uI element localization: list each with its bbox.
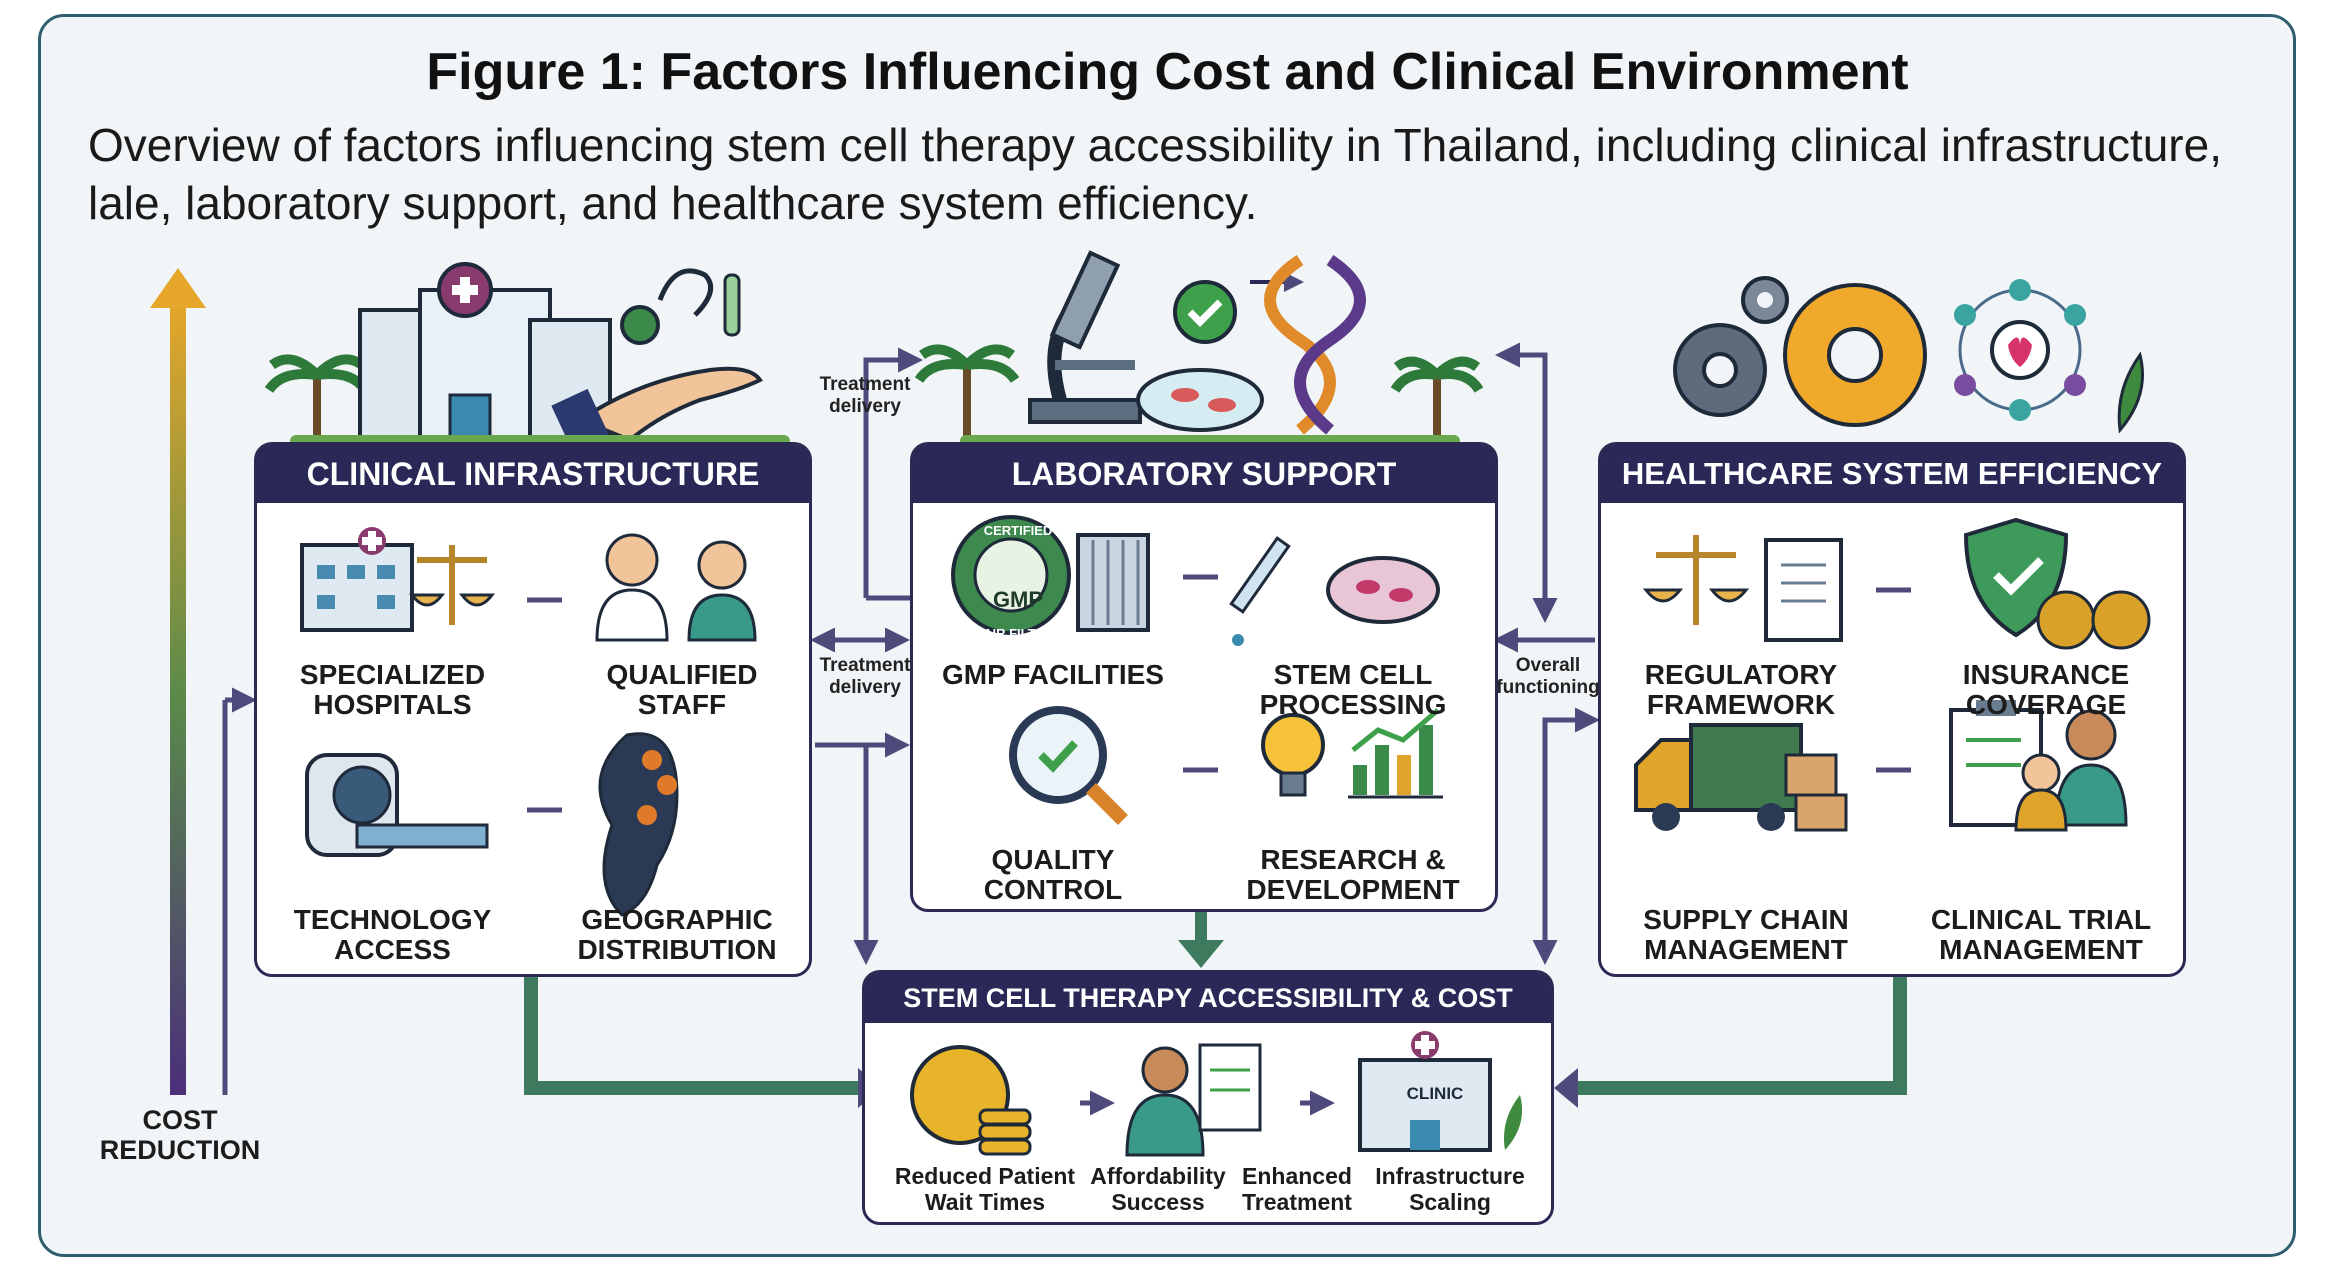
network-heart-icon — [1954, 279, 2086, 421]
gmp-badge-ring-top: CERTIFIED — [983, 523, 1053, 538]
plant-icon — [2117, 351, 2144, 434]
clinical-to-outcome-arrow — [524, 975, 858, 1095]
healthcare-icons — [1634, 517, 2151, 832]
stem-cell-processing-label: STEM CELL PROCESSING — [1259, 659, 1447, 720]
outcome-icons — [910, 1031, 1523, 1157]
clinic-icon — [1358, 1031, 1492, 1152]
technology-access-label: TECHNOLOGY ACCESS — [293, 904, 492, 965]
lab-to-outcome-arrow — [1178, 940, 1224, 968]
clinical-trial-management-label: CLINICAL TRIAL MANAGEMENT — [1930, 904, 2152, 965]
nurse-icon — [687, 540, 757, 642]
gmp-badge-text: GMP — [992, 587, 1044, 612]
pipette-icon — [1229, 536, 1291, 646]
stethoscope-icon — [620, 268, 714, 345]
quality-control-label: QUALITY CONTROL — [983, 844, 1123, 905]
clinical-icons — [300, 527, 757, 917]
doctor-icon — [595, 533, 669, 642]
air-filter-icon — [1076, 533, 1150, 632]
gear-icon — [1673, 276, 1789, 417]
healthcare-to-outcome-arrow — [1578, 975, 1907, 1095]
scales-icon — [1642, 535, 1750, 625]
gmp-badge-ring-bottom: AIR FILTES — [983, 626, 1053, 641]
laboratory-panel-header: LABORATORY SUPPORT — [913, 445, 1495, 503]
reduced-wait-times-label: Reduced Patient Wait Times — [894, 1163, 1076, 1215]
healthcare-system-efficiency-panel: HEALTHCARE SYSTEM EFFICIENCY — [1598, 442, 2186, 977]
money-bag-icon — [2036, 590, 2151, 650]
clinical-panel-header: CLINICAL INFRASTRUCTURE — [257, 445, 809, 503]
cost-reduction-arrow — [150, 268, 257, 1095]
cost-reduction-label: COST REDUCTION — [99, 1105, 261, 1165]
plant-icon — [1504, 1095, 1523, 1150]
microscope-icon — [1028, 250, 1142, 424]
baht-coin-icon — [910, 1045, 1032, 1156]
palm-tree-icon — [1390, 356, 1484, 445]
connector-lines — [810, 342, 1600, 965]
qualified-staff-label: QUALIFIED STAFF — [606, 659, 758, 720]
research-development-label: RESEARCH & DEVELOPMENT — [1246, 844, 1460, 905]
clipboard-icon — [1198, 1043, 1262, 1132]
treatment-delivery-label-mid: Treatment delivery — [819, 655, 911, 698]
gmp-facilities-label: GMP FACILITIES — [942, 659, 1164, 690]
bar-chart-icon — [1348, 708, 1443, 799]
document-icon — [1764, 538, 1843, 642]
petri-dish-icon — [1136, 368, 1264, 432]
palm-tree-icon — [914, 344, 1020, 445]
treatment-delivery-label-top: Treatment delivery — [819, 374, 911, 417]
gear-icon — [1783, 283, 1927, 427]
gmp-badge-icon — [951, 515, 1071, 635]
infrastructure-scaling-label: Infrastructure Scaling — [1375, 1163, 1525, 1215]
mri-scanner-icon — [305, 753, 489, 857]
scales-icon — [408, 545, 496, 625]
dna-icon — [1264, 255, 1366, 435]
palm-tree-icon — [264, 354, 370, 445]
regulatory-framework-label: REGULATORY FRAMEWORK — [1644, 659, 1838, 720]
test-tube-icon — [723, 273, 741, 337]
specialized-hospitals-label: SPECIALIZED HOSPITALS — [299, 659, 486, 720]
laboratory-icons — [951, 515, 1443, 825]
figure-subtitle: Overview of factors influencing stem cel… — [88, 119, 2222, 229]
enhanced-treatment-label: Enhanced Treatment — [1242, 1163, 1352, 1215]
lightbulb-icon — [1261, 713, 1325, 797]
patient-icon — [2014, 709, 2128, 832]
magnifier-icon — [1009, 706, 1128, 825]
overall-functioning-label: Overall functioning — [1496, 655, 1600, 698]
figure-title: Figure 1: Factors Influencing Cost and C… — [426, 43, 1909, 101]
outcome-panel: STEM CELL THERAPY ACCESSIBILITY & COST C… — [862, 970, 1554, 1225]
geographic-distribution-label: GEOGRAPHIC DISTRIBUTION — [577, 904, 777, 965]
patient-icon — [1125, 1046, 1205, 1157]
outcome-panel-header: STEM CELL THERAPY ACCESSIBILITY & COST — [865, 973, 1551, 1023]
truck-icon — [1634, 723, 1803, 831]
healthcare-panel-header: HEALTHCARE SYSTEM EFFICIENCY — [1601, 445, 2183, 503]
petri-dish-icon — [1326, 556, 1440, 624]
checkmark-icon — [1173, 280, 1237, 344]
map-pin-icon — [598, 732, 679, 917]
boxes-icon — [1784, 753, 1848, 832]
affordability-success-label: Affordability Success — [1090, 1163, 1226, 1215]
clinical-infrastructure-panel: CLINICAL INFRASTRUCTURE — [254, 442, 812, 977]
supply-chain-management-label: SUPPLY CHAIN MANAGEMENT — [1643, 904, 1849, 965]
insurance-coverage-label: INSURANCE COVERAGE — [1962, 659, 2130, 720]
clinic-sign-text: CLINIC — [1406, 1084, 1464, 1103]
laboratory-support-panel: LABORATORY SUPPORT — [910, 442, 1498, 912]
hospital-icon — [300, 527, 414, 632]
